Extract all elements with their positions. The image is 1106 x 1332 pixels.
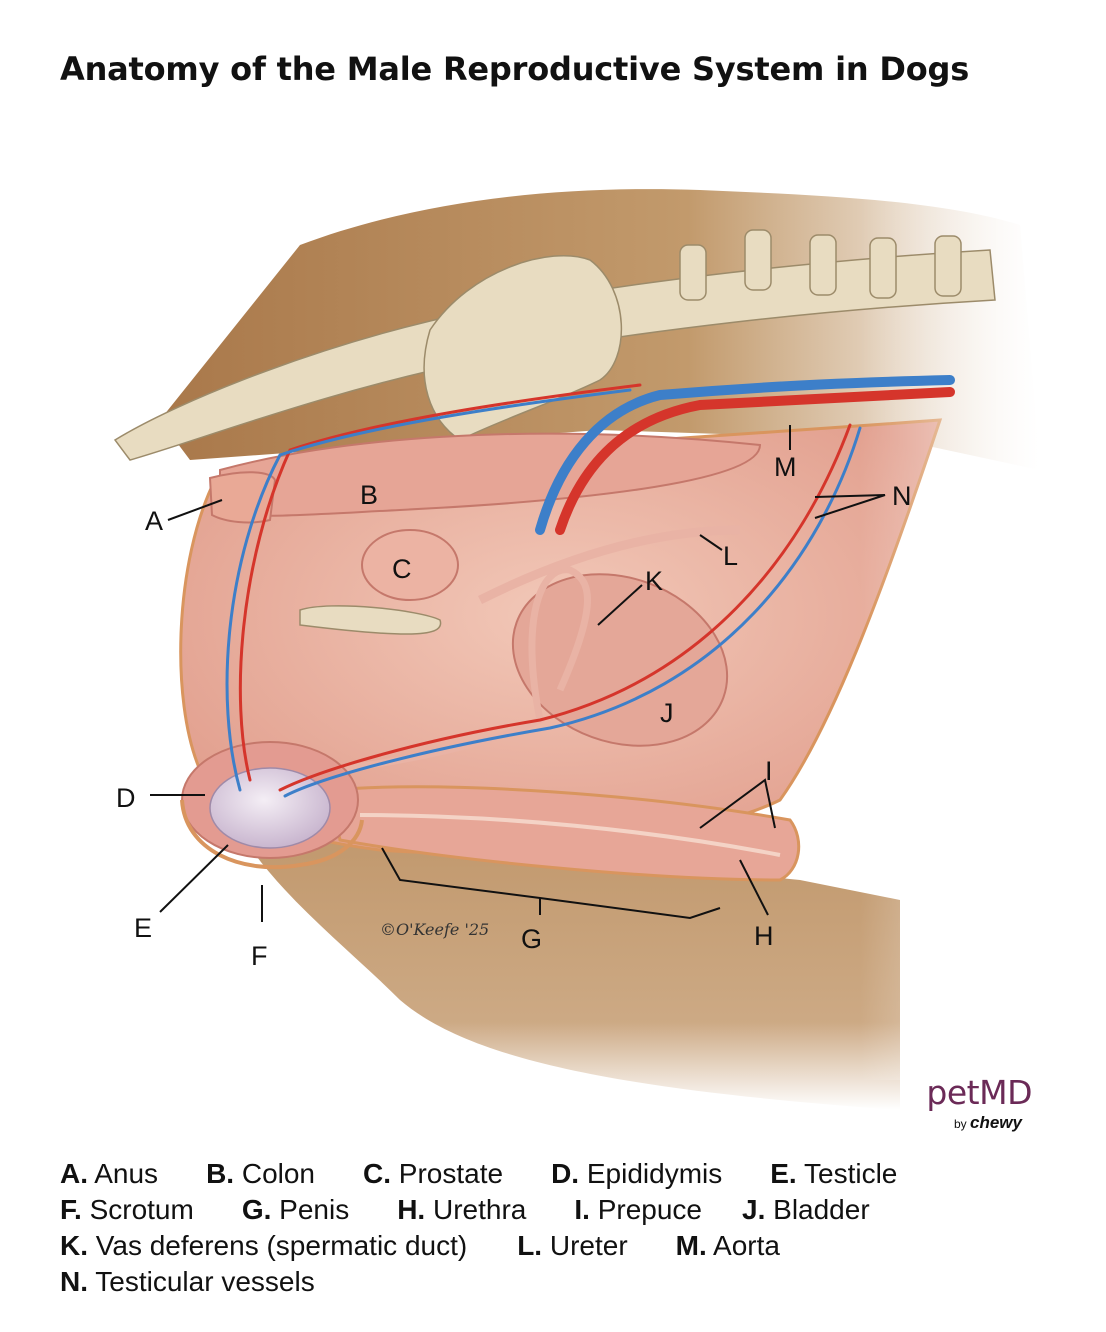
legend-term: Anus [94, 1158, 159, 1189]
legend-letter: I. [574, 1194, 590, 1225]
legend-letter: B. [206, 1158, 235, 1189]
caudal-vena-cava [535, 375, 955, 535]
legend-row: N. Testicular vessels [60, 1264, 1080, 1300]
legend-term: Testicle [804, 1158, 898, 1189]
label-j: J [660, 698, 674, 728]
legend-letter: M. [675, 1230, 707, 1261]
label-a: A [145, 506, 163, 536]
legend-item: D. Epididymis [551, 1156, 722, 1192]
legend-term: Aorta [713, 1230, 780, 1261]
legend-letter: J. [742, 1194, 766, 1225]
legend-item: K. Vas deferens (spermatic duct) [60, 1228, 467, 1264]
legend-item: J. Bladder [742, 1192, 870, 1228]
label-e: E [134, 913, 152, 943]
legend-item: L. Ureter [517, 1228, 627, 1264]
legend-item: I. Prepuce [574, 1192, 702, 1228]
legend-letter: K. [60, 1230, 88, 1261]
legend-row: K. Vas deferens (spermatic duct) L. Urete… [60, 1228, 1080, 1264]
legend-term: Urethra [432, 1194, 527, 1225]
aorta [555, 387, 955, 535]
legend-item: N. Testicular vessels [60, 1264, 315, 1300]
legend-letter: H. [397, 1194, 426, 1225]
label-f: F [251, 941, 268, 971]
spine [113, 229, 996, 461]
legend-item: H. Urethra [397, 1192, 526, 1228]
legend-letter: G. [241, 1194, 272, 1225]
legend-term: Penis [279, 1194, 350, 1225]
legend-term: Testicular vessels [95, 1266, 315, 1297]
blood-vessels [225, 375, 955, 798]
legend-term: Vas deferens (spermatic duct) [95, 1230, 468, 1261]
legend-letter: N. [60, 1266, 88, 1297]
label-b: B [360, 480, 378, 510]
anatomy-illustration: A B C D E F G H I J K L M N ©O'Keefe '25 [113, 180, 1106, 1110]
legend-item: B. Colon [206, 1156, 315, 1192]
petmd-logo: petMD by chewy [902, 1075, 1032, 1133]
legend-item: C. Prostate [363, 1156, 503, 1192]
label-i: I [765, 756, 773, 786]
logo-byline: by chewy [902, 1113, 1032, 1133]
legend-term: Scrotum [89, 1194, 194, 1225]
legend-letter: A. [60, 1158, 88, 1189]
legend-item: A. Anus [60, 1156, 158, 1192]
legend-letter: F. [60, 1194, 82, 1225]
pelvis [423, 255, 623, 441]
legend-term: Epididymis [586, 1158, 723, 1189]
prostate [361, 529, 459, 601]
legend-term: Prepuce [597, 1194, 702, 1225]
logo-parent: chewy [970, 1113, 1022, 1132]
ureter [477, 525, 741, 605]
legend-letter: C. [363, 1158, 392, 1189]
logo-brand: petMD [926, 1073, 1032, 1112]
scrotum [180, 799, 364, 870]
colon [219, 432, 762, 517]
anus [208, 471, 277, 524]
pelvic-artery [238, 383, 642, 782]
testicle [209, 767, 331, 849]
legend-item: G. Penis [242, 1192, 349, 1228]
legend-letter: E. [770, 1158, 797, 1189]
logo-by: by [953, 1117, 967, 1131]
legend-term: Ureter [549, 1230, 628, 1261]
vas-deferens [329, 566, 591, 774]
legend-letter: D. [551, 1158, 580, 1189]
label-c: C [392, 554, 412, 584]
page-title: Anatomy of the Male Reproductive System … [60, 50, 970, 88]
label-m: M [774, 452, 797, 482]
legend-term: Prostate [398, 1158, 504, 1189]
label-h: H [754, 921, 774, 951]
pelvic-vein [225, 388, 632, 792]
penis [328, 785, 801, 882]
testicular-artery [278, 423, 852, 792]
urethra [359, 813, 781, 857]
legend-item: F. Scrotum [60, 1192, 194, 1228]
legend-letter: L. [517, 1230, 543, 1261]
label-d: D [116, 783, 136, 813]
leader-lines [150, 425, 886, 922]
label-n: N [892, 481, 912, 511]
artist-signature: ©O'Keefe '25 [380, 920, 489, 939]
label-l: L [723, 541, 738, 571]
bladder [511, 573, 729, 747]
label-k: K [645, 566, 663, 596]
legend-term: Colon [241, 1158, 316, 1189]
legend-item: M. Aorta [676, 1228, 780, 1264]
label-g: G [521, 924, 542, 954]
pubic-bone [299, 605, 442, 635]
legend-term: Bladder [773, 1194, 870, 1225]
legend-item: E. Testicle [770, 1156, 897, 1192]
legend-row: F. Scrotum G. Penis H. Urethra I. Prepuce J.… [60, 1192, 1080, 1228]
testicular-vein [283, 426, 862, 798]
